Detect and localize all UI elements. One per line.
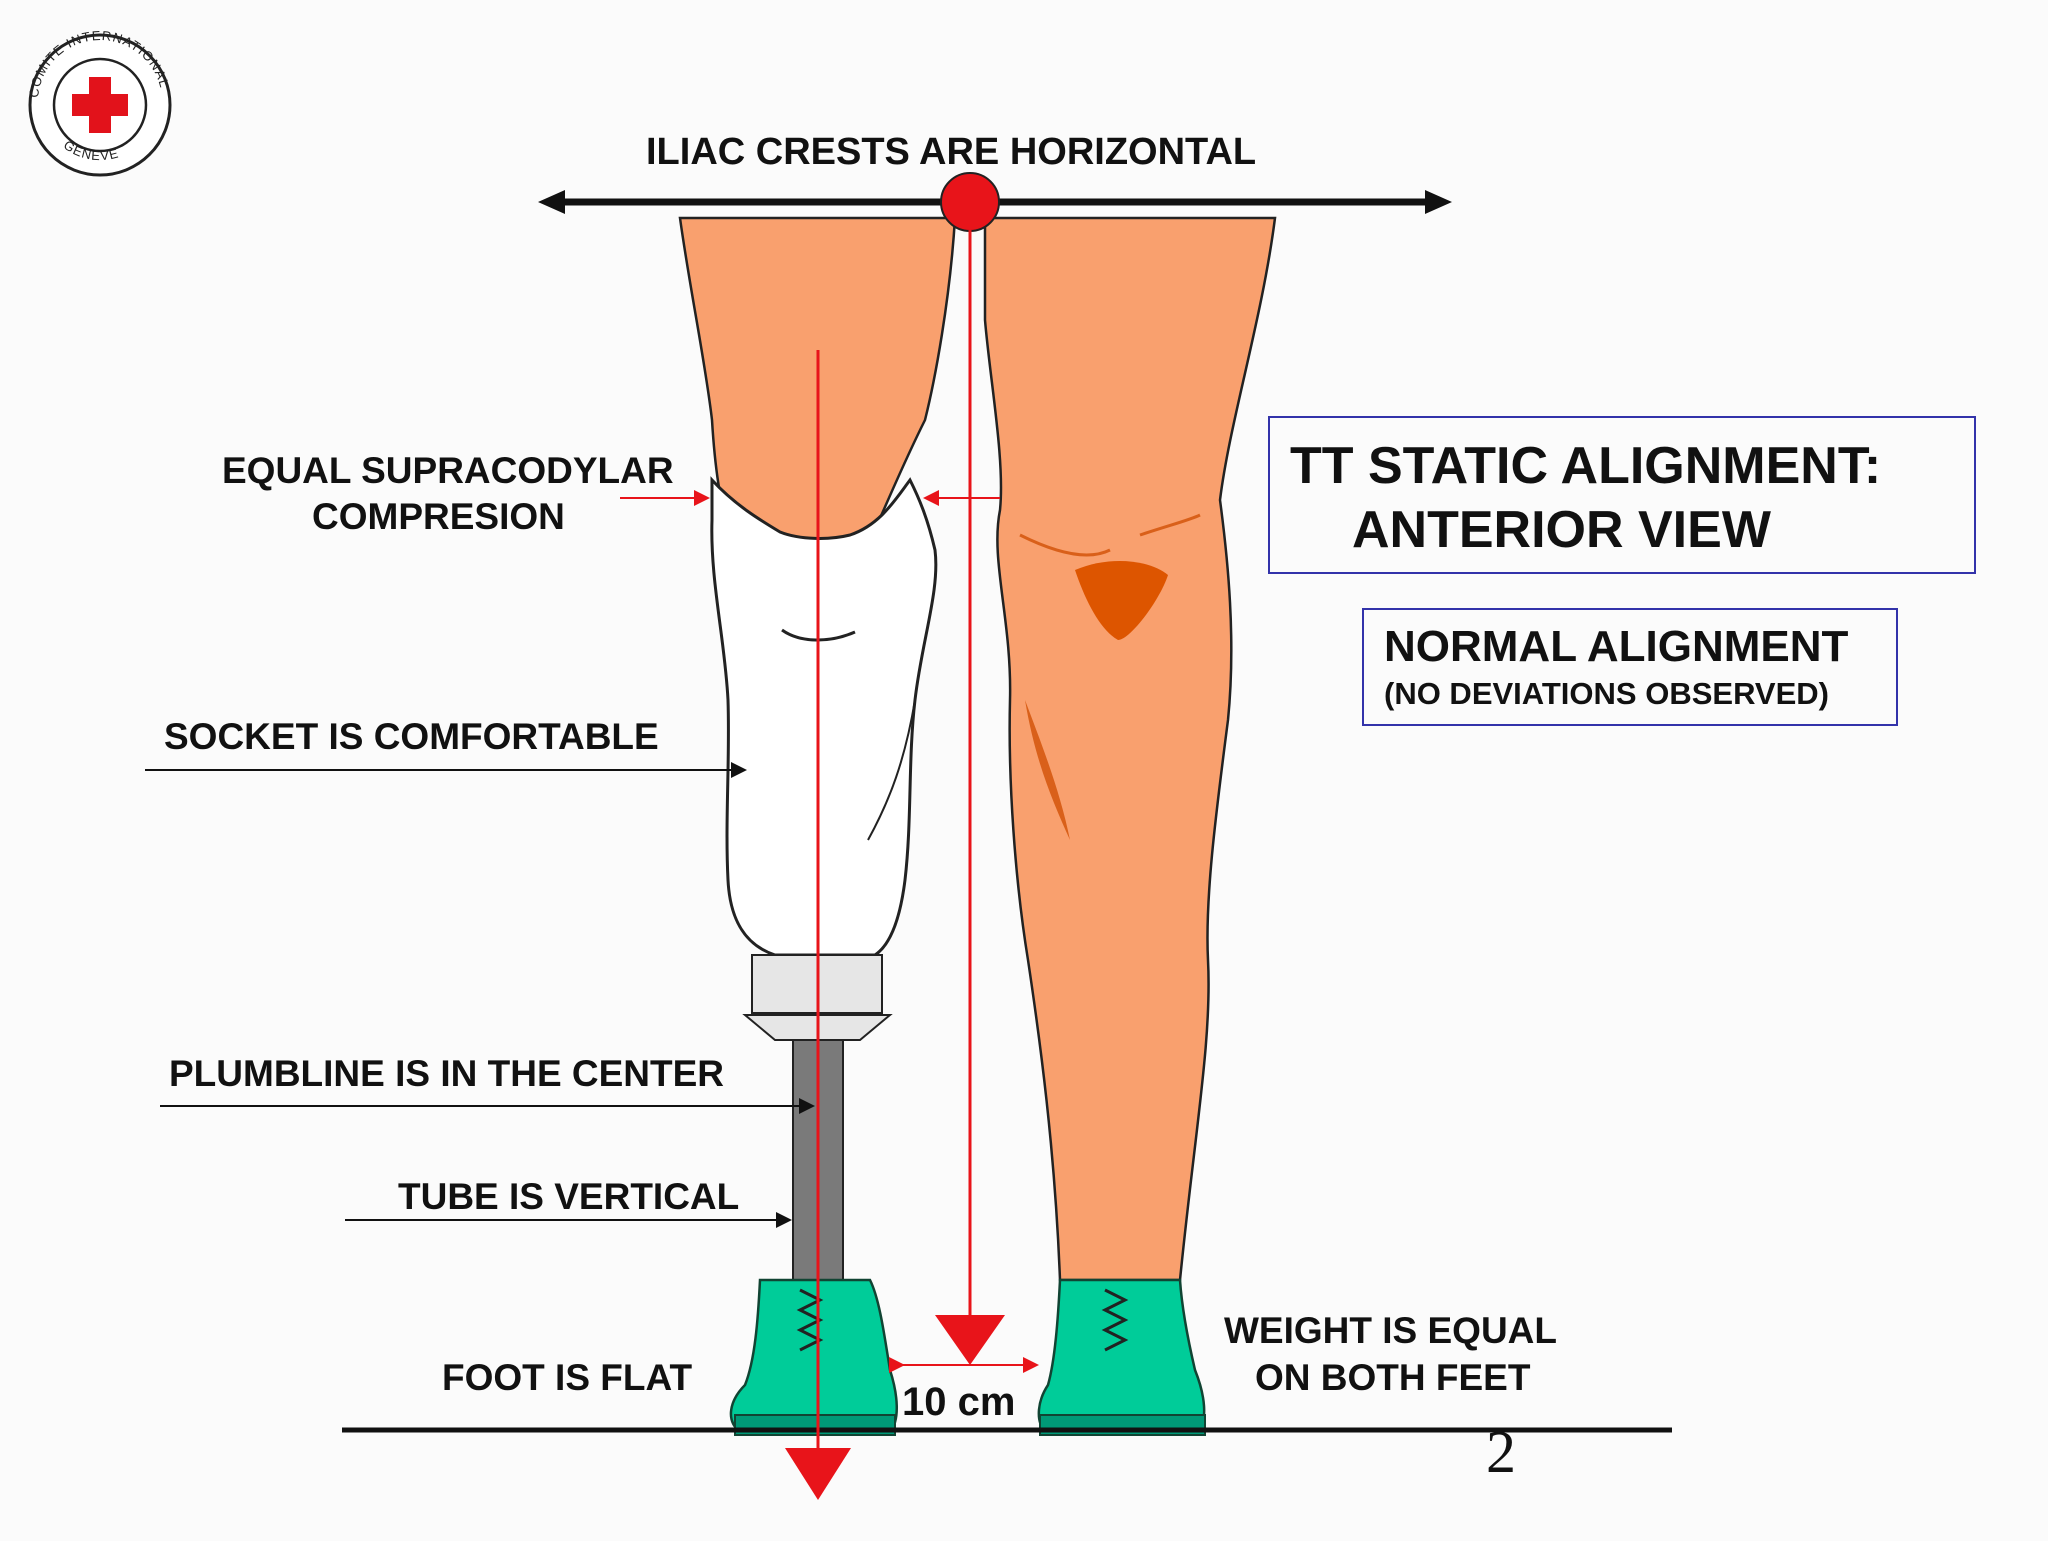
prosthetic-socket xyxy=(710,476,938,957)
icrc-logo: COMITE INTERNATIONAL GENEVE xyxy=(26,28,172,177)
weight-label-line1: WEIGHT IS EQUAL xyxy=(1224,1310,1557,1351)
sound-leg xyxy=(983,216,1277,1282)
iliac-label: ILIAC CRESTS ARE HORIZONTAL xyxy=(646,131,1257,173)
supracondylar-label-line1: EQUAL SUPRACODYLAR xyxy=(222,450,674,491)
right-shoe xyxy=(1037,1278,1206,1436)
foot-label: FOOT IS FLAT xyxy=(442,1357,693,1398)
status-line1: NORMAL ALIGNMENT xyxy=(1384,622,1849,671)
status-box: NORMAL ALIGNMENT (NO DEVIATIONS OBSERVED… xyxy=(1362,608,1898,726)
iliac-marker xyxy=(940,172,1000,232)
tube-label: TUBE IS VERTICAL xyxy=(398,1176,740,1217)
title-box: TT STATIC ALIGNMENT: ANTERIOR VIEW xyxy=(1268,416,1976,574)
title-line2: ANTERIOR VIEW xyxy=(1352,501,1771,559)
title-line1: TT STATIC ALIGNMENT: xyxy=(1290,437,1882,495)
socket-label: SOCKET IS COMFORTABLE xyxy=(164,716,659,757)
left-shoe xyxy=(729,1278,898,1436)
supracondylar-label-line2: COMPRESION xyxy=(312,496,565,537)
patella xyxy=(1075,560,1168,640)
page-number: 2 xyxy=(1486,1419,1516,1485)
weight-label-line2: ON BOTH FEET xyxy=(1255,1357,1531,1398)
plumbline-label: PLUMBLINE IS IN THE CENTER xyxy=(169,1053,725,1094)
distance-label: 10 cm xyxy=(902,1380,1016,1424)
status-line2: (NO DEVIATIONS OBSERVED) xyxy=(1384,676,1829,711)
